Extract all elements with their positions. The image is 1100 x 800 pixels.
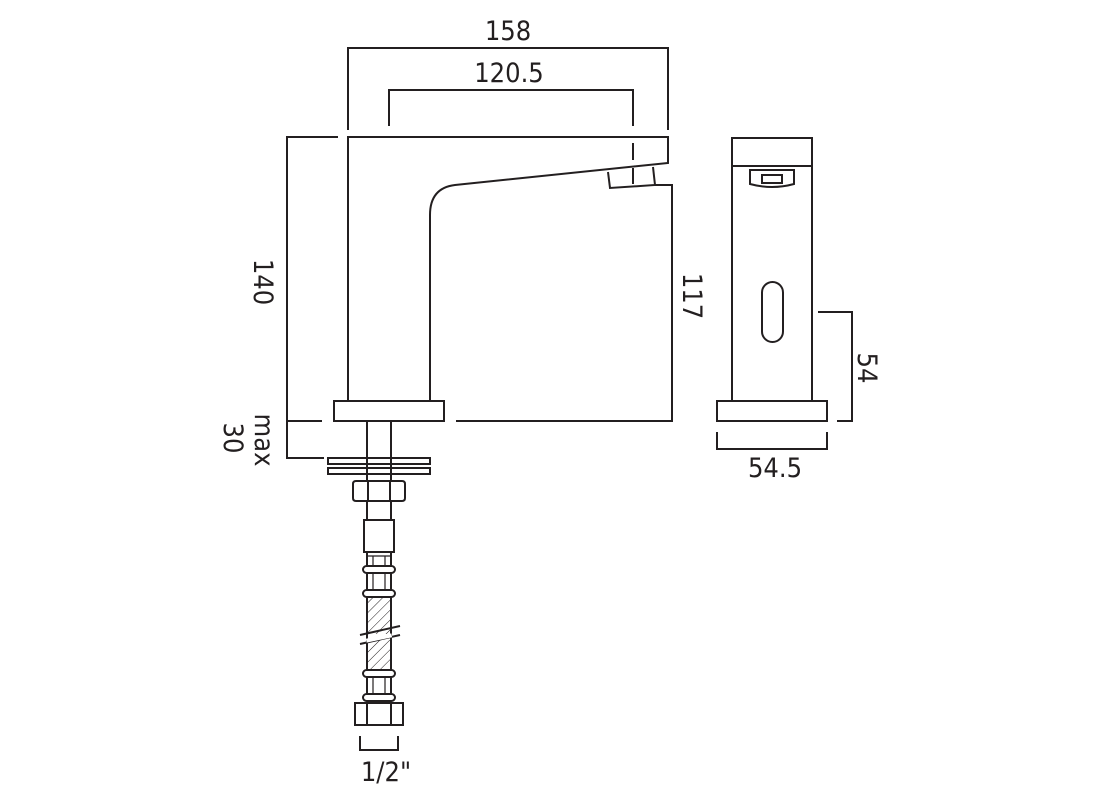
dimension-overall-height: 140: [247, 136, 338, 422]
dimension-base-width: 54.5: [716, 432, 828, 484]
dimension-max-deck: max 30: [217, 414, 324, 467]
tap-body: [347, 136, 669, 400]
dimension-label-117: 117: [676, 273, 707, 319]
side-elevation: 158 120.5 140 117 max: [217, 16, 707, 788]
dimension-hose-thread: 1/2": [359, 736, 411, 788]
sensor-window: [761, 281, 784, 343]
hose-end-nut: [354, 702, 404, 726]
dimension-label-54-5: 54.5: [748, 453, 802, 484]
hex-nut: [352, 480, 406, 502]
dimension-spout-height: 117: [456, 184, 707, 422]
front-elevation: 54 54.5: [716, 137, 882, 484]
base-plate: [333, 400, 445, 422]
aerator: [607, 143, 657, 190]
braided-hose: [359, 598, 401, 670]
dimension-sensor-height: 54: [818, 311, 882, 422]
hose-upper-fitting: [362, 552, 396, 598]
front-aerator: [749, 169, 795, 188]
hose-sleeve: [363, 519, 395, 553]
dimension-label-half-inch: 1/2": [361, 757, 411, 788]
washers: [327, 457, 431, 475]
dimension-label-max: max: [248, 414, 279, 467]
dimension-label-54: 54: [851, 353, 882, 384]
dimension-label-140: 140: [247, 259, 278, 305]
dimension-label-120-5: 120.5: [474, 58, 544, 89]
front-body: [731, 137, 813, 402]
hose-lower-fitting: [362, 669, 396, 702]
front-base-plate: [716, 400, 828, 422]
dimension-label-158: 158: [485, 16, 531, 47]
dimension-label-30: 30: [217, 423, 248, 454]
dimension-overall-width: 158: [347, 16, 669, 130]
dimension-spout-reach: 120.5: [388, 58, 634, 126]
